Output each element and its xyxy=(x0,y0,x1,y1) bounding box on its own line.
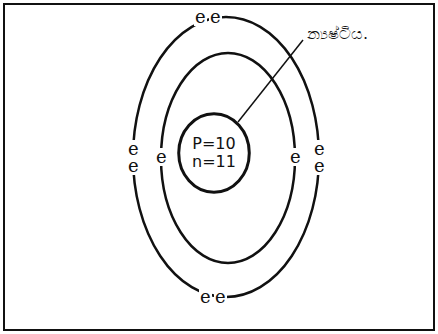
outer-shell xyxy=(133,17,319,297)
frame xyxy=(4,4,434,330)
leader-line xyxy=(238,40,303,122)
nucleus-circle: P=10n=11 xyxy=(178,113,250,193)
electron: e xyxy=(313,140,326,158)
electron: e xyxy=(127,157,140,175)
electron: e xyxy=(199,288,212,306)
electron: e xyxy=(194,8,207,26)
electron: e xyxy=(155,148,168,166)
electron: e xyxy=(209,8,222,26)
nucleus-text: n=11 xyxy=(192,153,236,171)
nucleus-label: න්‍යෂ්ටිය. xyxy=(306,26,369,42)
electron: e xyxy=(313,157,326,175)
nucleus-text: P=10 xyxy=(192,135,235,153)
electron: e xyxy=(214,288,227,306)
electron: e xyxy=(289,148,302,166)
inner-shell xyxy=(161,53,295,263)
electron: e xyxy=(127,140,140,158)
